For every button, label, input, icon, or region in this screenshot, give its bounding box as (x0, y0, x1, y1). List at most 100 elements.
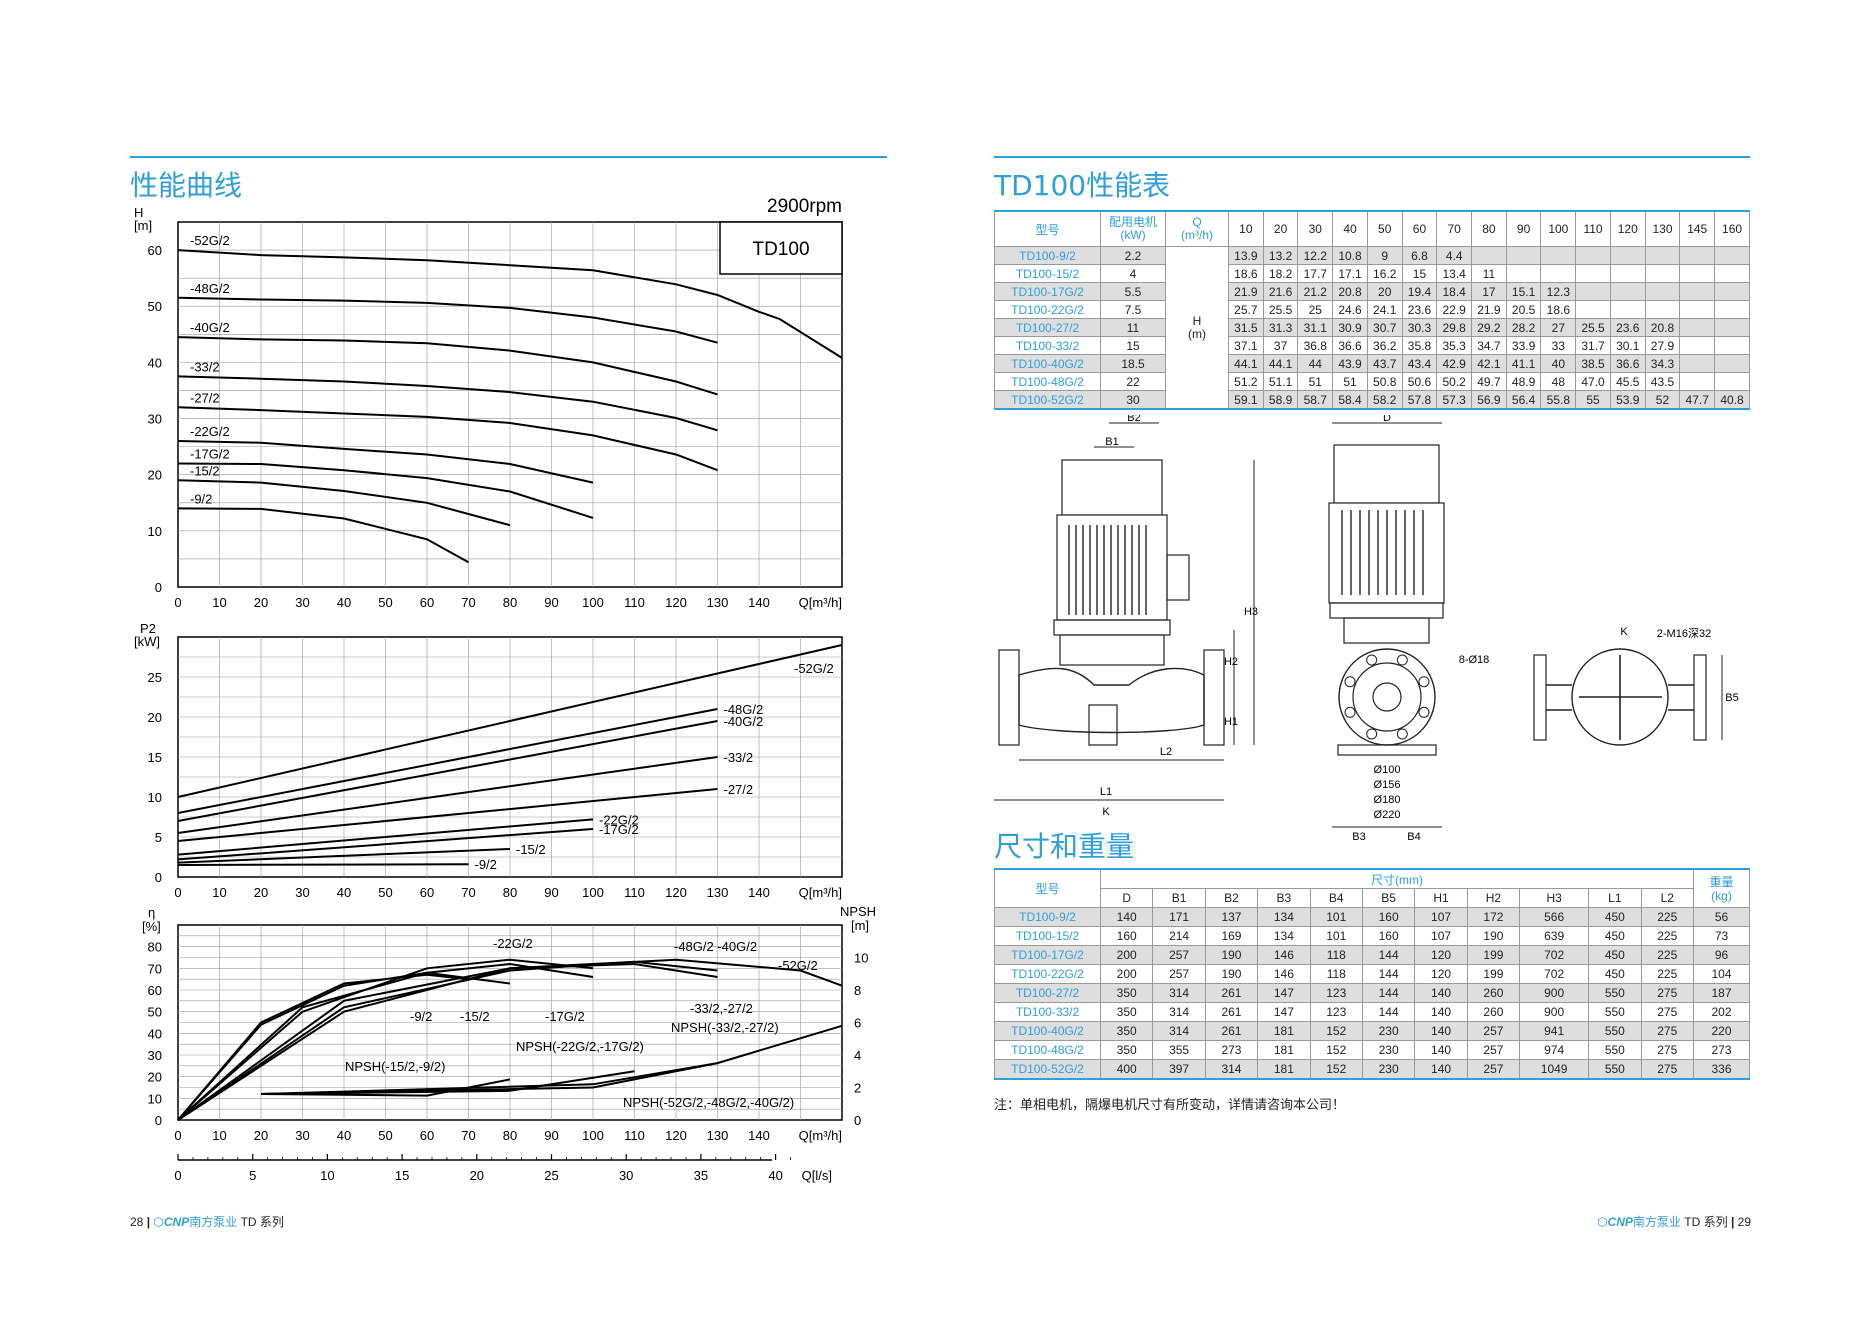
dim-value-cell: 1049 (1519, 1059, 1590, 1080)
perf-value-cell: 24.6 (1332, 300, 1368, 319)
perf-value-cell: 47.0 (1575, 372, 1611, 391)
eff-curve-NPSH(-15/2,-9/2) (260, 1078, 511, 1097)
dim-value-cell: 200 (1099, 945, 1154, 965)
h-axis-label: H (134, 205, 143, 220)
series-right: TD 系列 (1684, 1215, 1728, 1229)
dim-model-cell: TD100-27/2 (994, 983, 1101, 1003)
y-tick-label: 10 (148, 524, 162, 539)
dim-value-cell: 152 (1309, 1059, 1363, 1080)
perf-value-cell: 20.5 (1505, 300, 1542, 319)
x-tick-label: 90 (544, 885, 558, 900)
head-curve-label: -40G/2 (190, 320, 230, 335)
perf-value-cell: 9 (1366, 246, 1403, 265)
perf-value-cell (1679, 354, 1716, 373)
drawing-rect (1533, 654, 1547, 741)
x-tick-label: 70 (461, 885, 475, 900)
power-curve-label: -15/2 (516, 842, 546, 857)
perf-value-cell: 18.6 (1228, 264, 1264, 283)
x-tick-label: 50 (378, 595, 392, 610)
dim-value-cell: 107 (1414, 907, 1468, 927)
npsh-tick-label: 2 (854, 1081, 861, 1096)
perf-kw-cell: 18.5 (1100, 354, 1166, 373)
label-B5: B5 (1725, 692, 1738, 704)
perf-value-cell: 30.9 (1332, 318, 1368, 337)
x-axis-label: Q[m³/h] (799, 885, 842, 900)
perf-value-cell: 37 (1262, 336, 1299, 355)
flange-mid (1352, 662, 1422, 732)
right-heading-rule (994, 156, 1750, 158)
perf-model-cell: TD100-22G/2 (994, 300, 1101, 319)
drawing-rect (1343, 617, 1430, 644)
perf-value-cell: 31.3 (1262, 318, 1299, 337)
dim-value-cell: 146 (1257, 945, 1311, 965)
perf-value-cell: 58.4 (1332, 390, 1368, 410)
perf-kw-cell: 5.5 (1100, 282, 1166, 301)
perf-value-cell (1714, 282, 1750, 301)
label-H1: H1 (1224, 716, 1238, 728)
dim-col-H3: H3 (1519, 888, 1590, 908)
perf-value-cell: 43.7 (1366, 354, 1403, 373)
perf-value-cell: 36.8 (1297, 336, 1334, 355)
npsh-tick-label: 6 (854, 1016, 861, 1031)
perf-model-cell: TD100-40G/2 (994, 354, 1101, 373)
power-curve--40G/2 (177, 720, 718, 822)
perf-value-cell (1714, 336, 1750, 355)
perf-value-cell (1609, 300, 1646, 319)
drawing-rect (1329, 602, 1444, 619)
footer-right: ⬡CNP南方泵业 TD 系列 | 29 (1597, 1215, 1751, 1229)
perf-header-q-30: 30 (1297, 210, 1334, 247)
perf-model-cell: TD100-48G/2 (994, 372, 1101, 391)
x-tick-label: 40 (337, 1128, 351, 1143)
dim-value-cell: 941 (1519, 1021, 1590, 1041)
perf-value-cell: 25.5 (1575, 318, 1611, 337)
perf-value-cell: 44.1 (1262, 354, 1299, 373)
dim-weight-cell: 202 (1693, 1002, 1750, 1022)
perf-value-cell: 43.9 (1332, 354, 1368, 373)
x-tick-label: 130 (707, 595, 729, 610)
bolt-hole (1366, 654, 1378, 666)
y-tick-label: 5 (155, 830, 162, 845)
x-tick-label: 80 (503, 885, 517, 900)
x-tick-label: 0 (174, 885, 181, 900)
dim-col-B5: B5 (1361, 888, 1416, 908)
dim-value-cell: 146 (1257, 964, 1311, 984)
x-tick-label: 110 (624, 595, 645, 610)
perf-value-cell: 33 (1540, 336, 1577, 355)
x-tick-label: 30 (295, 885, 309, 900)
y-tick-label: 40 (148, 355, 162, 370)
perf-h-unit: (m) (1188, 326, 1206, 341)
bolt-hole (1366, 728, 1378, 740)
perf-header-q-unit: (m³/h) (1181, 228, 1213, 242)
head-curve--15/2 (177, 479, 511, 527)
perf-model-cell: TD100-9/2 (994, 246, 1101, 265)
npsh-axis-unit: [m] (851, 918, 869, 933)
label-H2: H2 (1224, 656, 1238, 668)
perf-header-q-130: 130 (1644, 210, 1681, 247)
dim-value-cell: 261 (1204, 1002, 1259, 1022)
label-d100: Ø100 (1374, 764, 1401, 776)
dim-model-cell: TD100-33/2 (994, 1002, 1101, 1022)
head-curve-label: -15/2 (190, 463, 220, 478)
perf-value-cell: 31.7 (1575, 336, 1611, 355)
eff-curve-label: NPSH(-22G/2,-17G/2) (516, 1039, 644, 1054)
drawing-rect (1337, 744, 1437, 756)
dim-weight-cell: 187 (1693, 983, 1750, 1003)
y-tick-label: 10 (148, 790, 162, 805)
perf-value-cell (1679, 264, 1716, 283)
dim-value-cell: 230 (1361, 1021, 1416, 1041)
y-tick-label: 15 (148, 750, 162, 765)
dim-model-cell: TD100-17G/2 (994, 945, 1101, 965)
perf-value-cell: 50.8 (1366, 372, 1403, 391)
bolt-hole (1418, 676, 1430, 688)
x-tick-label: 80 (503, 1128, 517, 1143)
h-axis-unit: [m] (134, 218, 152, 233)
x-tick-label: 10 (212, 885, 226, 900)
dim-header-weight: 重量 (kg) (1693, 868, 1750, 908)
drawing-rect (1053, 619, 1171, 636)
x-tick-label: 90 (544, 595, 558, 610)
perf-value-cell: 56.4 (1505, 390, 1542, 410)
x-tick-label: 60 (420, 1128, 434, 1143)
top-casing (1571, 648, 1669, 746)
dim-value-cell: 137 (1204, 907, 1259, 927)
